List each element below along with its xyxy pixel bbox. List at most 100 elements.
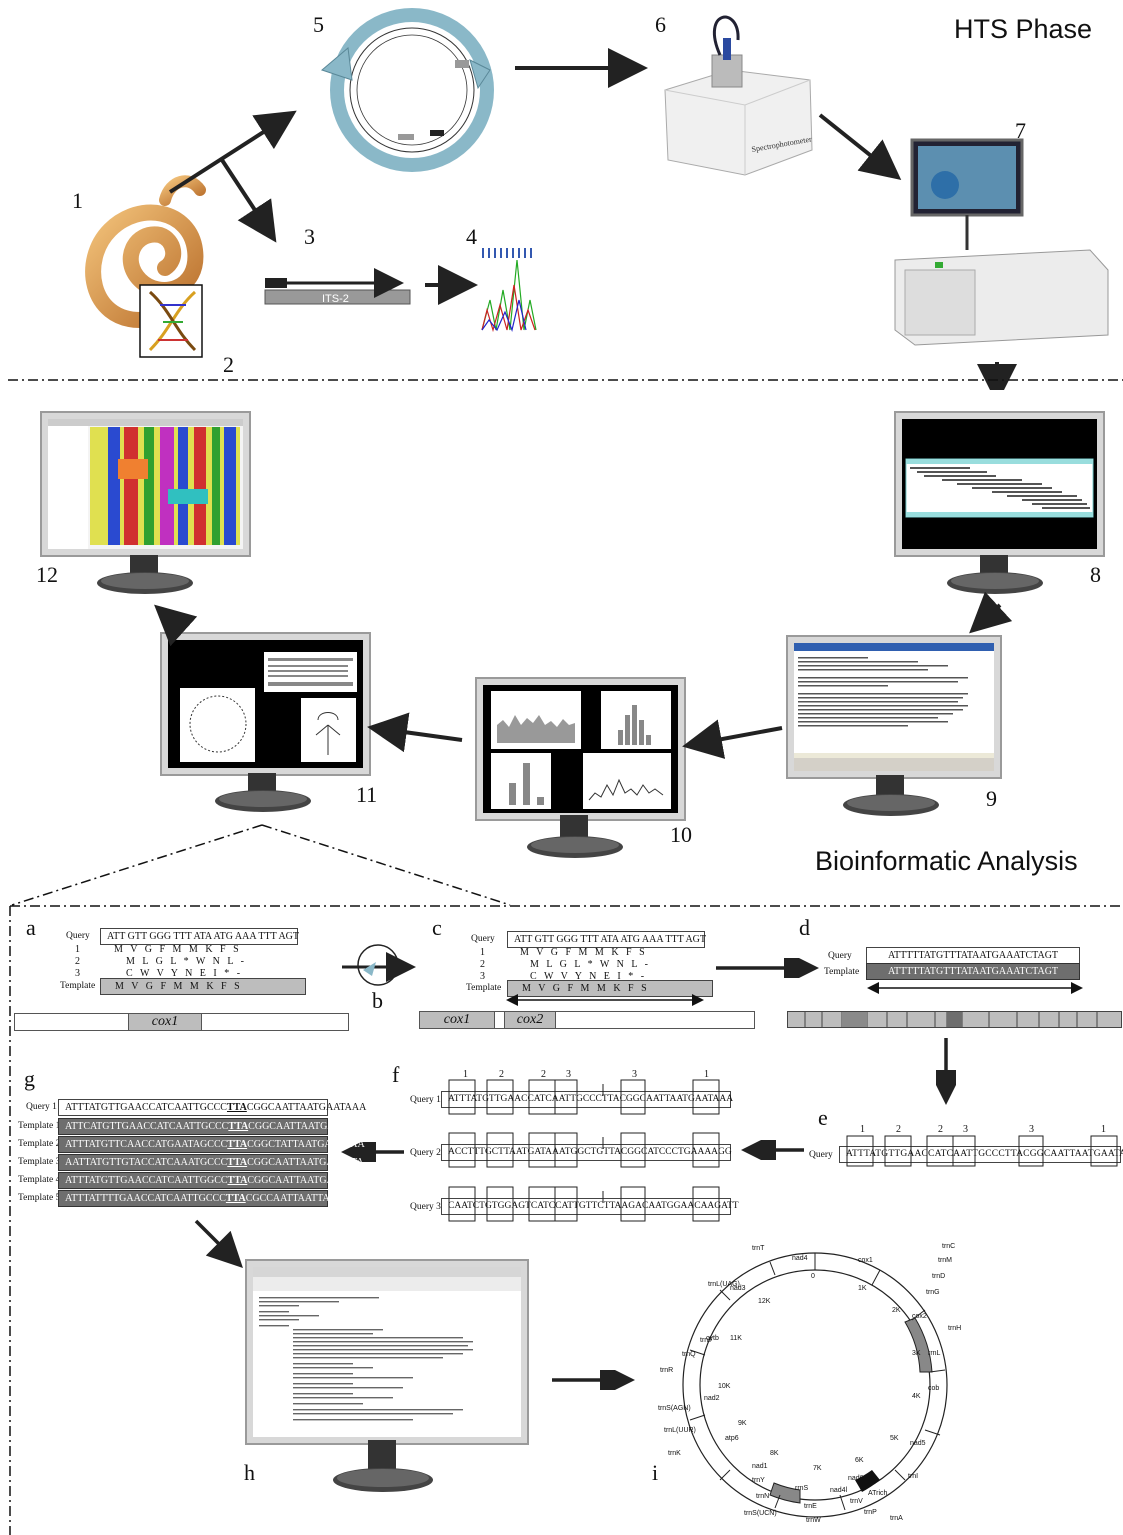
panel-a-frame-2-aa: M L G L * W N L - — [126, 956, 244, 967]
panel-a-cox1-block: cox1 — [128, 1013, 202, 1031]
map-trna-m: trnM — [938, 1257, 952, 1264]
panel-c-query-seq: ATT GTT GGG TTT ATA ATG AAA TTT AGT — [507, 931, 706, 948]
panel-d-query-label: Query — [828, 951, 852, 961]
map-gene-nad3: nad3 — [730, 1285, 746, 1292]
map-gene-nad4: nad4 — [792, 1255, 808, 1262]
map-trna-l-uag: trnL(UAG) — [708, 1281, 740, 1288]
step-11: 11 — [356, 782, 378, 807]
monitor-11-annotation-screen — [162, 634, 369, 774]
arrow-c-to-d — [716, 958, 819, 978]
map-tick-3k: 3K — [912, 1350, 921, 1357]
panel-c-frame-3-aa: C W V Y N E I * - — [530, 971, 645, 982]
monitor-9-perl-script-screen — [788, 637, 1000, 777]
panel-c-template-seq: M V G F M M K F S — [507, 980, 713, 997]
map-tick-4k: 4K — [912, 1393, 921, 1400]
its2-primer-diagram: ITS-2 — [264, 268, 411, 305]
panel-g-template-1-pre: ATTCATGTTGAACCATCAATTGCCC — [65, 1121, 229, 1132]
map-trna-r: trnR — [660, 1367, 673, 1374]
panel-b-letter: b — [372, 988, 383, 1013]
map-tick-2k: 2K — [892, 1307, 901, 1314]
panel-h-monitor-stand — [333, 1440, 433, 1492]
map-tick-7k: 7K — [813, 1465, 822, 1472]
map-trna-e: trnE — [804, 1503, 817, 1510]
panel-d-letter: d — [799, 915, 810, 940]
zoom-frame — [9, 905, 1123, 1535]
panel-g-template-2-pre: ATTTATGTTCAACCATGAATAGCCC — [65, 1139, 228, 1150]
panel-a-query-label: Query — [66, 931, 90, 941]
map-trna-s-agn: trnS(AGN) — [658, 1405, 691, 1412]
map-trna-h: trnH — [948, 1325, 961, 1332]
panel-g-template-3-tta: TTA — [227, 1157, 248, 1168]
panel-e-marker-6: 1 — [1101, 1124, 1106, 1135]
panel-e-letter: e — [818, 1105, 828, 1130]
panel-g-query-pre: ATTTATGTTGAACCATCAATTGCCC — [65, 1102, 227, 1113]
panel-g-query-post: CGGCAATTAATGAATAAA — [246, 1102, 367, 1113]
map-trna-n: trnN — [756, 1493, 769, 1500]
panel-e-motif-boxes — [846, 1135, 1118, 1167]
panel-c-query-label: Query — [471, 934, 495, 944]
panel-f-marker-2: 2 — [499, 1069, 504, 1080]
panel-c-frame-2-n: 2 — [480, 959, 485, 970]
panel-f-query-1-label: Query 1 — [410, 1095, 441, 1105]
its2-label: ITS-2 — [322, 293, 349, 305]
map-tick-11k: 11K — [730, 1335, 742, 1342]
map-trna-v: trnV — [850, 1498, 863, 1505]
panel-a-template-label: Template — [60, 981, 96, 991]
panel-f-query-3-label: Query 3 — [410, 1202, 441, 1212]
panel-g-query-tta: TTA — [226, 1102, 247, 1113]
panel-g-template-5-label: Template 5 — [18, 1193, 61, 1203]
panel-d-mitogenome-strip — [787, 1011, 1122, 1028]
panel-c-template-label: Template — [466, 983, 502, 993]
monitor-9-stand — [843, 775, 939, 816]
panel-f-motif-boxes — [448, 1079, 720, 1222]
panel-g-template-5-pre: ATTTATTTTGAACCATCAATTGCCC — [65, 1193, 226, 1204]
map-trna-l-uur: trnL(UUR) — [664, 1427, 696, 1434]
map-trna-f: trnF — [700, 1337, 712, 1344]
map-gene-rrns: rrnS — [795, 1485, 809, 1492]
panel-e-marker-2: 2 — [896, 1124, 901, 1135]
map-trna-t: trnT — [752, 1245, 765, 1252]
arrow-f-to-g — [341, 1142, 404, 1162]
panel-c-cox2-block: cox2 — [504, 1011, 556, 1029]
panel-g-template-4-post: CGGCAATTAATGAATAAA — [247, 1175, 367, 1186]
map-tick-1k: 1K — [858, 1285, 867, 1292]
arrow-d-to-e — [936, 1038, 956, 1105]
panel-f-marker-3: 2 — [541, 1069, 546, 1080]
panel-c-frame-1-aa: M V G F M M K F S — [520, 947, 645, 958]
map-gene-nad5: nad5 — [910, 1440, 926, 1447]
panel-g-template-1-tta: TTA — [228, 1121, 249, 1132]
panel-g-template-3-post: CGGCAATTAATGAATATA — [247, 1157, 364, 1168]
panel-g-template-2-row: ATTTATGTTCAACCATGAATAGCCCTTACGGCTATTAATG… — [58, 1136, 365, 1153]
panel-e-query-seq: ATTTATGTTGAACCATCAATTGCCCTTACGGCAATTAATG… — [839, 1146, 1123, 1163]
map-gene-cob: cob — [928, 1385, 939, 1392]
panel-c-letter: c — [432, 915, 442, 940]
panel-f-marker-4: 3 — [566, 1069, 571, 1080]
panel-f-query-2-label: Query 2 — [410, 1148, 441, 1158]
panel-g-template-1-label: Template 1 — [18, 1121, 61, 1131]
step-7: 7 — [1015, 118, 1026, 143]
panel-g-template-1-row: ATTCATGTTGAACCATCAATTGCCCTTACGGCAATTAATG… — [58, 1118, 368, 1135]
step-5: 5 — [313, 12, 324, 37]
panel-e-marker-1: 1 — [860, 1124, 865, 1135]
panel-i-mitogenome-map: 0 1K 2K 3K 4K 5K 6K 7K 8K 9K 10K 11K 12K… — [658, 1243, 961, 1524]
spectrophotometer-icon: Spectrophotometer — [664, 15, 813, 176]
map-gene-nad1: nad1 — [752, 1463, 768, 1470]
map-gene-atrich: ATrich — [868, 1490, 888, 1497]
panel-e-query-label: Query — [809, 1150, 833, 1160]
panel-g-query-label: Query 1 — [26, 1102, 57, 1112]
panel-c-cox1-block: cox1 — [419, 1011, 495, 1029]
map-gene-cytb: cytb — [706, 1335, 719, 1342]
mitogenome-ring-icon — [320, 8, 494, 172]
arrow-g-to-h — [194, 1219, 243, 1268]
map-gene-nad6: nad6 — [848, 1475, 864, 1482]
map-gene-nad2: nad2 — [704, 1395, 720, 1402]
arrow-h-to-i — [552, 1370, 635, 1390]
panel-g-template-3-label: Template 3 — [18, 1157, 61, 1167]
monitor-8-stand — [947, 555, 1043, 594]
panel-g-template-1-post: CGGCAATTAATGAATGAA — [248, 1121, 369, 1132]
panel-g-template-2-label: Template 2 — [18, 1139, 61, 1149]
map-tick-10k: 10K — [718, 1383, 731, 1390]
nematode-icon — [85, 175, 206, 328]
map-gene-cox1: cox1 — [858, 1257, 873, 1264]
panel-a-frame-3-n: 3 — [75, 968, 80, 979]
